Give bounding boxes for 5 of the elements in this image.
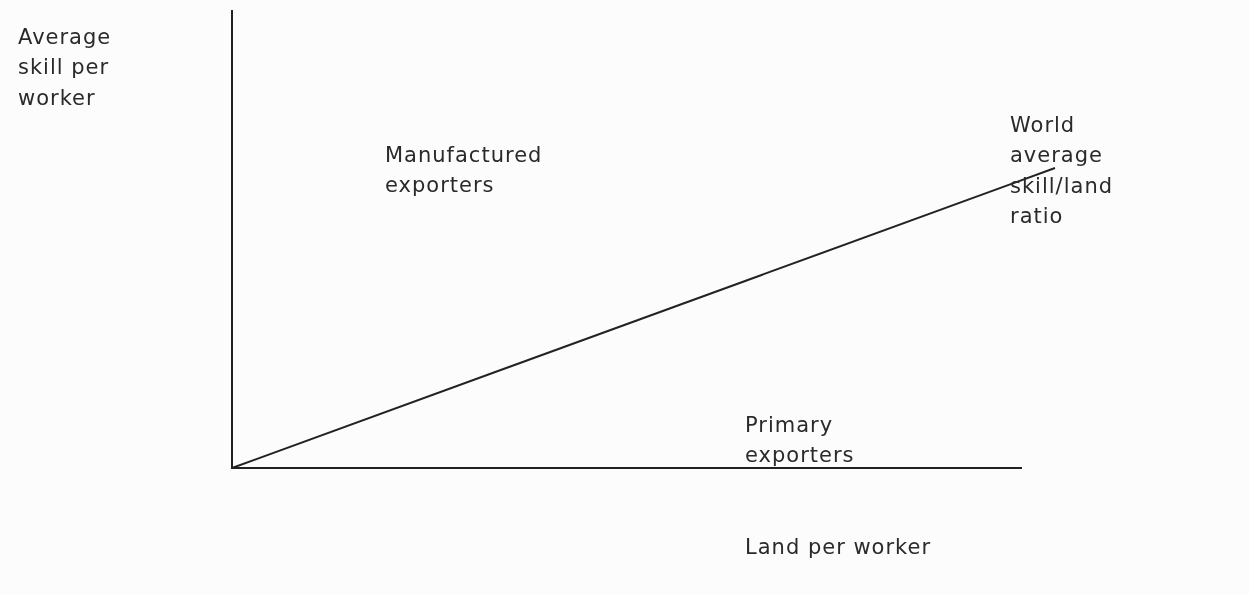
region-label: Manufactured exporters — [385, 142, 544, 200]
region-label: Primary exporters — [745, 412, 856, 470]
line-label: World average skill/land ratio — [1010, 112, 1115, 231]
axis-label: Land per worker — [745, 534, 933, 561]
axis-label: Average skill per worker — [18, 24, 113, 112]
